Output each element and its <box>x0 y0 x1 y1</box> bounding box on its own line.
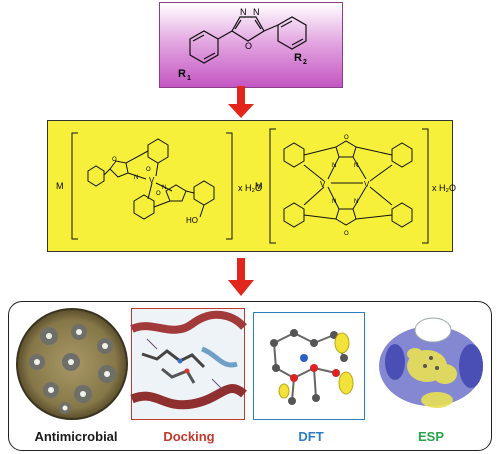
r1-subscript: 1 <box>187 75 191 82</box>
down-arrow-icon <box>228 258 254 296</box>
v-atom-right-2: V <box>364 180 370 189</box>
n-atom-label: N <box>240 7 247 17</box>
complex-structures: M V HO x H₂O N N O O O <box>56 128 456 244</box>
v-atom-right-1: V <box>320 180 326 189</box>
antimicrobial-label: Antimicrobial <box>34 429 118 444</box>
water-label-right: x H₂O <box>432 183 456 193</box>
applications-panel: Antimicrobial Docking <box>8 301 492 451</box>
svg-text:N: N <box>162 185 166 191</box>
svg-text:N: N <box>332 199 336 205</box>
svg-text:O: O <box>156 191 161 197</box>
docking-label: Docking <box>163 429 215 444</box>
metal-label-left: M <box>56 181 64 191</box>
v-atom-left: V <box>149 176 155 185</box>
n-atom-label: N <box>253 7 260 17</box>
dft-image <box>253 312 365 420</box>
svg-text:O: O <box>344 231 349 237</box>
svg-text:N: N <box>354 199 358 205</box>
dft-label: DFT <box>298 429 324 444</box>
complex-box: M V HO x H₂O N N O O O <box>47 120 456 252</box>
docking-image <box>130 308 247 420</box>
oh-label: HO <box>186 216 198 225</box>
esp-label: ESP <box>417 429 444 444</box>
o-atom-label: O <box>245 41 252 51</box>
svg-text:O: O <box>146 167 151 173</box>
petri-dish-image <box>16 308 128 420</box>
down-arrow-icon <box>228 86 254 118</box>
water-label-left: x H₂O <box>238 183 262 193</box>
metal-label-right: M <box>255 181 263 191</box>
ligand-structure: N N O R 1 R 2 <box>178 7 307 82</box>
esp-image <box>375 308 487 420</box>
r1-label: R <box>178 68 186 80</box>
svg-text:O: O <box>344 135 349 141</box>
antimicrobial-panel <box>13 306 131 446</box>
svg-text:O: O <box>112 157 117 163</box>
ligand-box: N N O R 1 R 2 <box>159 2 343 88</box>
r2-label: R <box>294 52 302 64</box>
svg-text:N: N <box>354 163 358 169</box>
svg-text:N: N <box>134 175 138 181</box>
r2-subscript: 2 <box>303 59 307 66</box>
svg-text:N: N <box>332 163 336 169</box>
